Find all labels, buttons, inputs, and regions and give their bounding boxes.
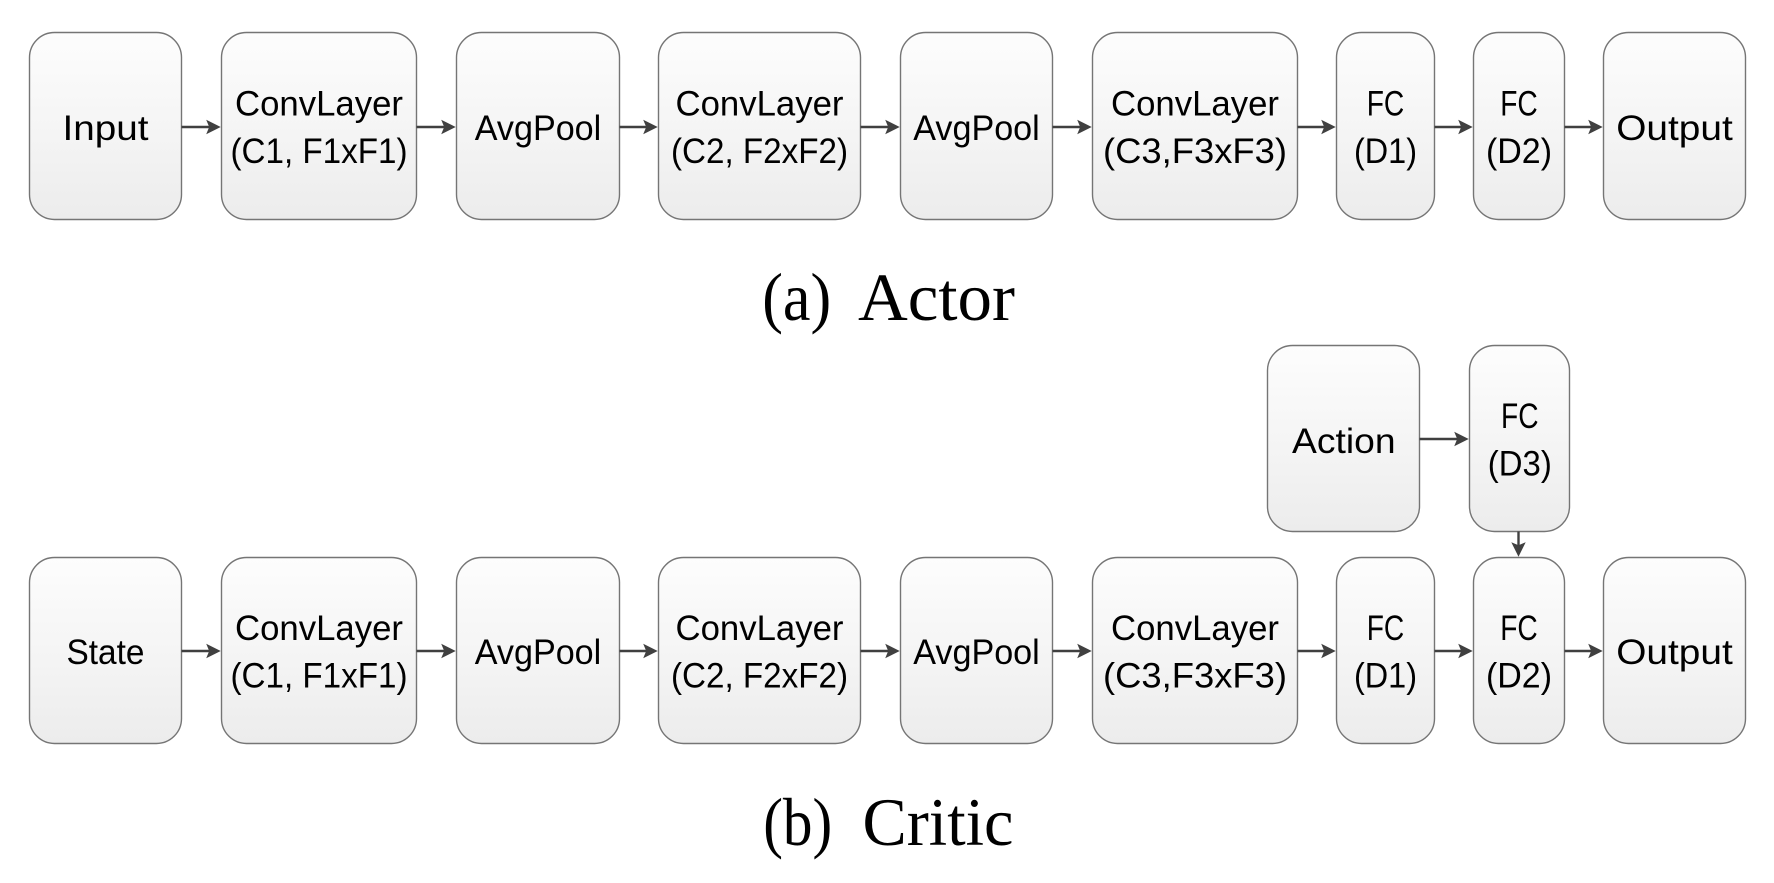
svg-text:(D2): (D2) (1486, 657, 1552, 696)
svg-text:ConvLayer: ConvLayer (676, 84, 844, 123)
svg-text:(C2, F2xF2): (C2, F2xF2) (671, 132, 848, 171)
svg-text:(a): (a) (762, 260, 831, 335)
svg-text:(C3,F3xF3): (C3,F3xF3) (1103, 132, 1287, 171)
svg-text:(D2): (D2) (1486, 132, 1552, 171)
svg-text:AvgPool: AvgPool (475, 633, 602, 672)
svg-text:(b): (b) (763, 785, 832, 860)
svg-text:ConvLayer: ConvLayer (1111, 84, 1279, 123)
svg-text:ConvLayer: ConvLayer (1111, 609, 1279, 648)
svg-text:AvgPool: AvgPool (475, 109, 602, 148)
svg-text:Actor: Actor (858, 260, 1015, 335)
svg-text:ConvLayer: ConvLayer (235, 84, 403, 123)
svg-text:Output: Output (1616, 633, 1733, 672)
svg-text:ConvLayer: ConvLayer (676, 609, 844, 648)
svg-text:(C1, F1xF1): (C1, F1xF1) (231, 657, 408, 696)
svg-text:State: State (67, 633, 145, 672)
svg-text:(D1): (D1) (1354, 132, 1417, 171)
svg-text:Output: Output (1616, 109, 1733, 148)
svg-text:(D1): (D1) (1354, 657, 1417, 696)
svg-text:FC: FC (1501, 397, 1539, 436)
svg-text:FC: FC (1500, 609, 1538, 648)
svg-text:AvgPool: AvgPool (913, 633, 1040, 672)
svg-text:FC: FC (1367, 84, 1405, 123)
svg-text:(C3,F3xF3): (C3,F3xF3) (1103, 657, 1287, 696)
svg-text:AvgPool: AvgPool (913, 109, 1040, 148)
svg-text:Input: Input (63, 109, 149, 148)
svg-text:(D3): (D3) (1488, 445, 1552, 484)
svg-text:(C1, F1xF1): (C1, F1xF1) (231, 132, 408, 171)
svg-text:(C2, F2xF2): (C2, F2xF2) (671, 657, 848, 696)
svg-text:FC: FC (1367, 609, 1405, 648)
svg-text:ConvLayer: ConvLayer (235, 609, 403, 648)
svg-text:Critic: Critic (863, 785, 1014, 860)
svg-text:FC: FC (1500, 84, 1538, 123)
svg-text:Action: Action (1292, 422, 1396, 461)
